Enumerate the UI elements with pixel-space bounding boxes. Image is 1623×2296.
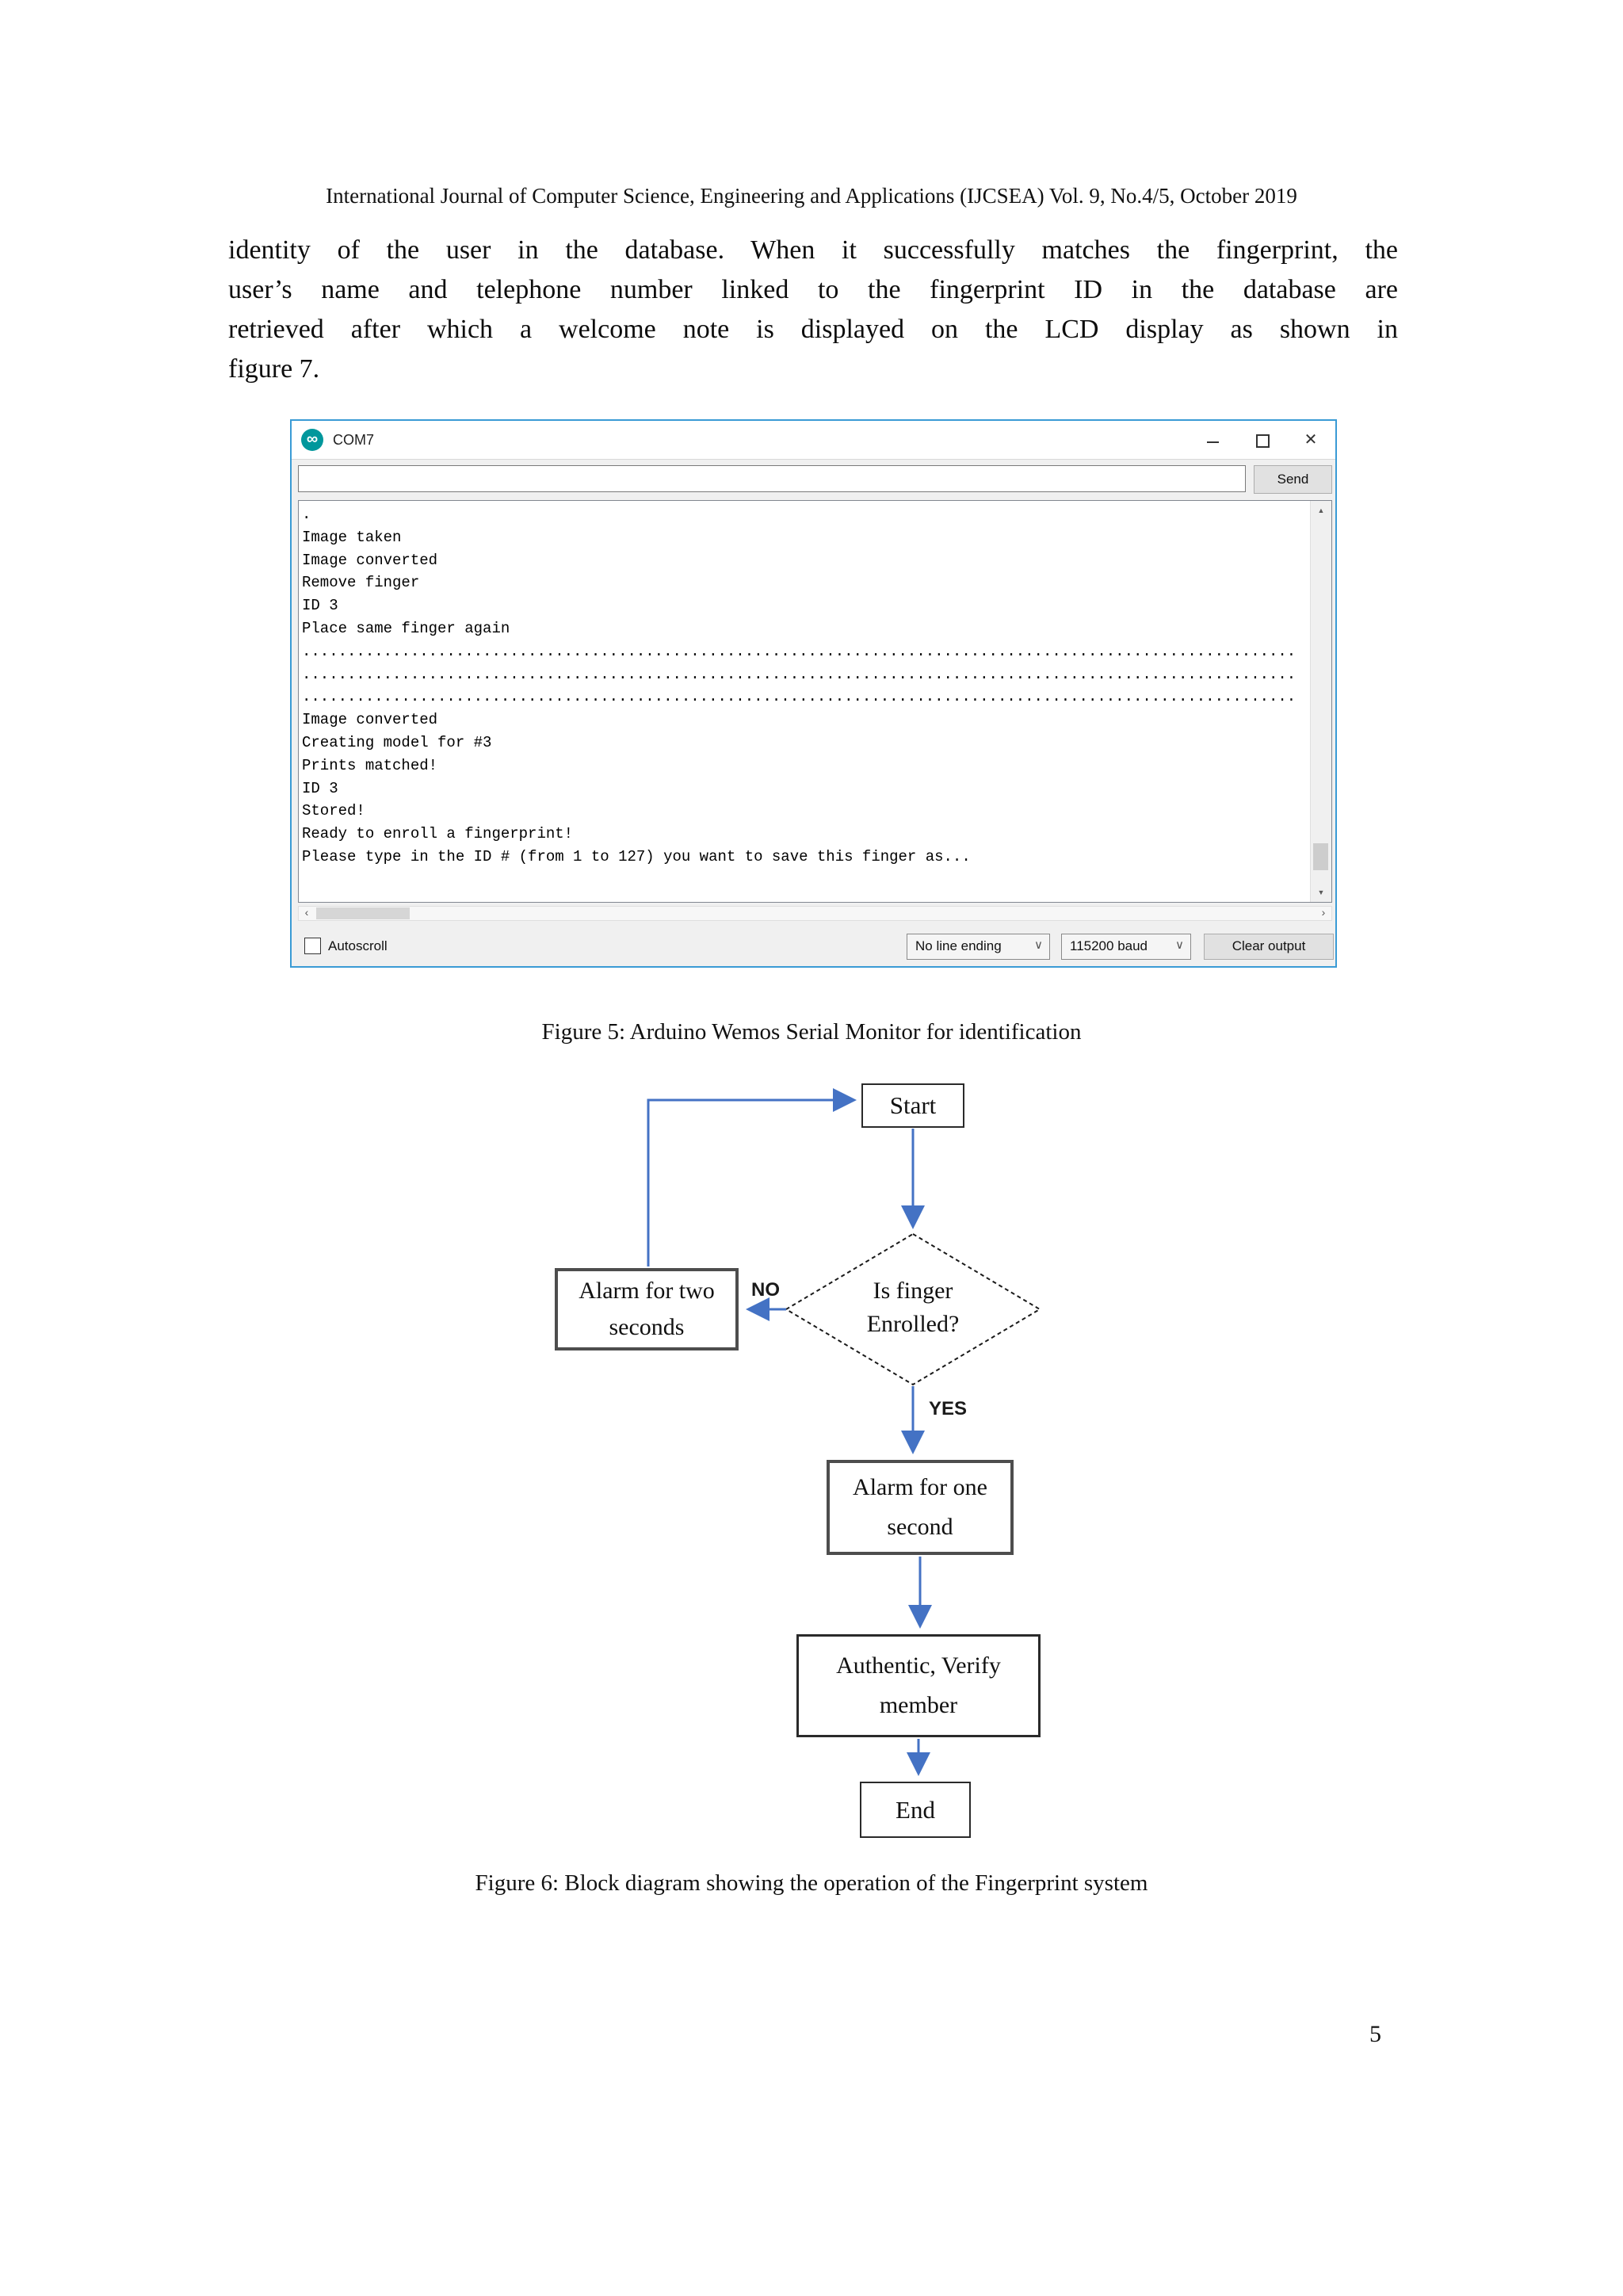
paragraph-line: figure 7. (228, 354, 320, 384)
flow-node-start: Start (861, 1083, 964, 1128)
paragraph-line: retrieved after which a welcome note is … (228, 315, 1398, 344)
serial-output-line: Please type in the ID # (from 1 to 127) … (302, 847, 971, 865)
horizontal-scrollbar[interactable]: ‹ › (298, 906, 1332, 921)
branch-label-yes: YES (929, 1398, 968, 1419)
paragraph-line: user’s name and telephone number linked … (228, 275, 1398, 304)
autoscroll-label: Autoscroll (328, 938, 388, 953)
figure6-caption: Figure 6: Block diagram showing the oper… (475, 1870, 1148, 1896)
flow-node-label: End (896, 1795, 935, 1824)
window-titlebar: ∞ COM7 ✕ (292, 421, 1335, 460)
serial-output-line: . (302, 506, 311, 523)
scroll-left-icon[interactable]: ‹ (304, 906, 309, 919)
clear-output-button[interactable]: Clear output (1204, 934, 1334, 960)
figure5-caption: Figure 5: Arduino Wemos Serial Monitor f… (541, 1019, 1082, 1045)
chevron-down-icon: ∨ (1175, 938, 1184, 952)
flow-node-label: Authentic, Verify (836, 1652, 1001, 1679)
flow-node-label: Alarm for one (853, 1474, 987, 1500)
serial-output-line: ........................................… (302, 688, 1296, 706)
scroll-right-icon[interactable]: › (1321, 906, 1326, 919)
flow-node-label: Start (889, 1091, 937, 1119)
serial-send-input[interactable] (298, 465, 1246, 492)
serial-output-line: ........................................… (302, 642, 1296, 660)
line-ending-dropdown[interactable]: No line ending ∨ (907, 934, 1050, 960)
journal-header: International Journal of Computer Scienc… (326, 184, 1297, 208)
flow-node-label: Alarm for two (579, 1278, 715, 1304)
line-ending-value: No line ending (915, 938, 1002, 953)
serial-output-line: Stored! (302, 802, 365, 820)
serial-output-line: Image converted (302, 551, 438, 569)
close-button[interactable]: ✕ (1286, 421, 1335, 458)
serial-output-line: Place same finger again (302, 619, 510, 637)
scroll-up-icon[interactable]: ▲ (1317, 506, 1325, 514)
flow-node-alarm-two-seconds: Alarm for two seconds (555, 1268, 739, 1350)
horizontal-scroll-thumb[interactable] (316, 907, 410, 919)
vertical-scroll-thumb[interactable] (1313, 843, 1328, 870)
baud-rate-dropdown[interactable]: 115200 baud ∨ (1061, 934, 1191, 960)
body-paragraph: identity of the user in the database. Wh… (228, 231, 1398, 389)
serial-output-line: ........................................… (302, 665, 1296, 683)
loop-arrow (647, 1088, 857, 1266)
flow-node-end: End (860, 1782, 971, 1838)
minimize-icon (1207, 441, 1219, 443)
autoscroll-checkbox[interactable] (304, 938, 321, 954)
window-title: COM7 (333, 432, 375, 448)
paragraph-line: identity of the user in the database. Wh… (228, 235, 1398, 265)
flow-node-label: member (879, 1692, 958, 1718)
close-icon: ✕ (1304, 431, 1318, 449)
minimize-button[interactable] (1188, 421, 1237, 458)
serial-output-line: Creating model for #3 (302, 733, 492, 751)
arduino-icon: ∞ (301, 429, 323, 451)
flow-node-label: Is finger (873, 1278, 953, 1304)
serial-output-line: Image taken (302, 528, 402, 546)
maximize-icon (1256, 434, 1270, 448)
vertical-scrollbar[interactable]: ▲ ▼ (1310, 501, 1331, 902)
send-button[interactable]: Send (1254, 465, 1332, 494)
flow-node-alarm-one-second: Alarm for one second (827, 1460, 1014, 1555)
flow-node-label: seconds (609, 1314, 685, 1340)
serial-output-line: ID 3 (302, 597, 338, 615)
flow-node-authentic-verify: Authentic, Verify member (796, 1634, 1041, 1737)
maximize-button[interactable] (1237, 421, 1286, 458)
chevron-down-icon: ∨ (1034, 938, 1043, 952)
serial-output-line: ID 3 (302, 779, 338, 797)
serial-output-line: Ready to enroll a fingerprint! (302, 825, 574, 843)
flow-node-decision-label: Is finger Enrolled? (818, 1274, 1008, 1341)
branch-label-no: NO (751, 1279, 780, 1301)
flow-node-label: Enrolled? (866, 1311, 960, 1337)
serial-output-line: Image converted (302, 711, 438, 729)
page-number: 5 (1369, 2021, 1381, 2047)
scroll-down-icon[interactable]: ▼ (1317, 888, 1325, 896)
flow-node-label: second (887, 1514, 953, 1540)
serial-output-line: Prints matched! (302, 756, 438, 774)
serial-output-line: Remove finger (302, 574, 420, 592)
baud-rate-value: 115200 baud (1070, 938, 1148, 953)
